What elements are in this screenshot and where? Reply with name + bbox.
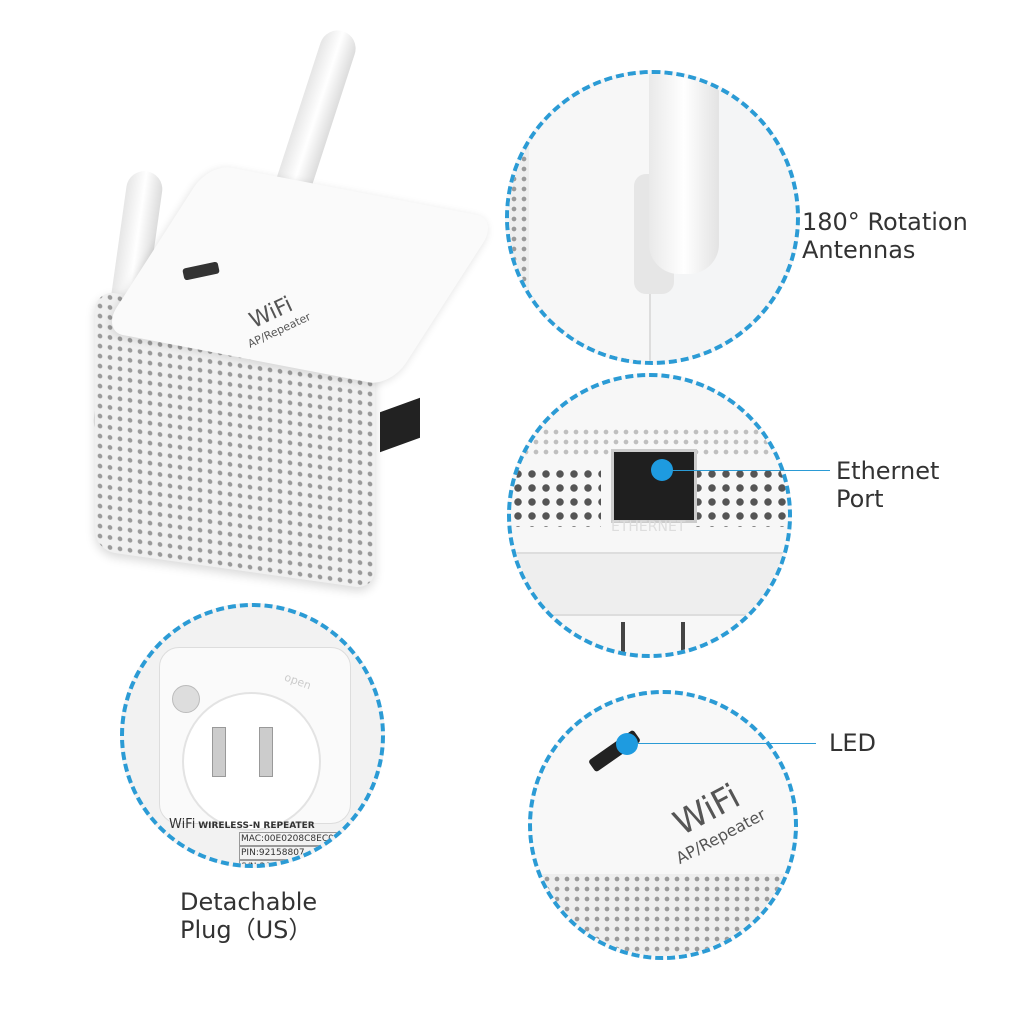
ethernet-text: ETHERNET <box>611 519 686 535</box>
plug-disc <box>182 692 321 831</box>
plug-prong-left <box>212 727 226 777</box>
plug-label: Detachable Plug（US） <box>180 888 318 944</box>
led-label: LED <box>829 729 877 757</box>
plug-release-button <box>172 685 200 713</box>
ethernet-port <box>380 397 420 453</box>
antennas-label: 180° Rotation Antennas <box>802 208 968 264</box>
plug-prong-right <box>259 727 273 777</box>
led-callout-line <box>636 743 816 744</box>
ethernet-callout-line <box>670 470 830 471</box>
led-marker-dot <box>616 733 638 755</box>
ethernet-label: Ethernet Port <box>836 457 940 513</box>
ethernet-jack <box>611 449 697 523</box>
plug-detail-circle: open WiFi WIRELESS-N REPEATER MAC:00E020… <box>120 603 385 868</box>
antenna-close-up <box>649 74 719 274</box>
product-photo: WiFi AP/Repeater <box>40 10 499 590</box>
antenna-detail-circle <box>505 70 800 365</box>
led-detail-circle: WiFi AP/Repeater <box>528 690 798 960</box>
ethernet-marker-dot <box>651 459 673 481</box>
ethernet-detail-circle: ETHERNET <box>507 373 792 658</box>
product-label: WiFi WIRELESS-N REPEATER MAC:00E0208C8EC… <box>169 817 369 864</box>
